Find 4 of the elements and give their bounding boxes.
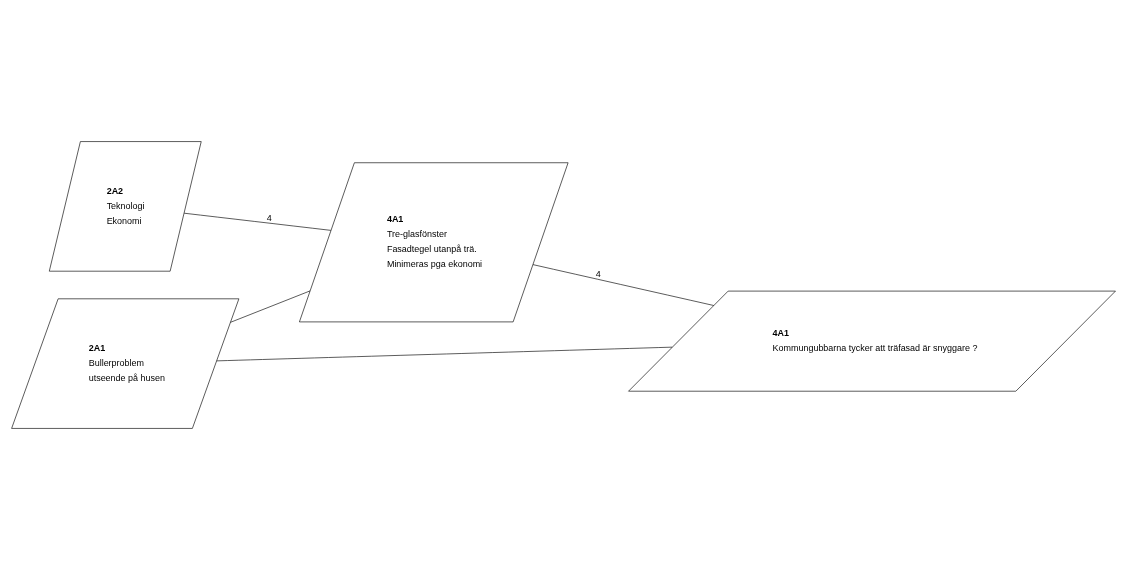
connector [532, 263, 715, 306]
edge-label: 4 [266, 212, 272, 223]
connector [230, 290, 311, 323]
edge-label: 4 [595, 268, 601, 279]
